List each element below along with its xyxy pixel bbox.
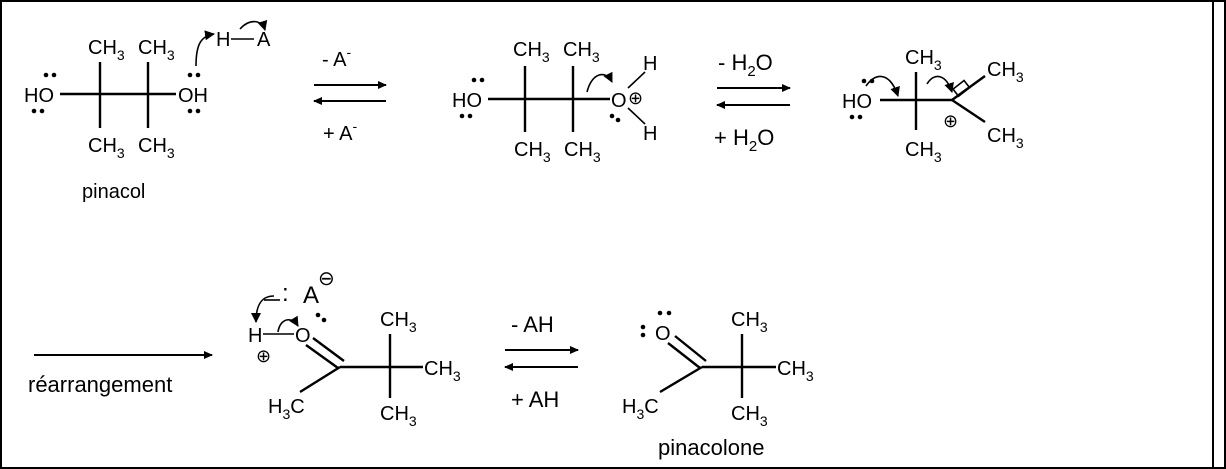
lone-pair-dot xyxy=(31,108,37,114)
lone-pair-dot xyxy=(43,72,49,78)
step2-reverse-label: + H2O xyxy=(714,125,774,155)
curved-arrow-icon xyxy=(251,295,275,323)
lone-pair-dot xyxy=(609,113,615,119)
curved-arrow-icon xyxy=(865,75,900,97)
lone-pair-dot xyxy=(471,77,477,83)
ch3-bottom-right: CH3 xyxy=(564,139,601,165)
lone-pair-dot xyxy=(857,114,863,120)
oxonium-h-top: H xyxy=(643,53,657,75)
ch3-right: CH3 xyxy=(424,358,461,384)
c-o-double-bond xyxy=(674,335,707,362)
ch3-top: CH3 xyxy=(380,309,417,335)
lone-pair-dot xyxy=(459,113,465,119)
lone-pair-dot xyxy=(321,317,327,323)
oxonium-oxygen: O xyxy=(611,90,627,112)
bond-to-h3c xyxy=(299,365,341,394)
pinacolone-label: pinacolone xyxy=(658,435,764,460)
step3-reverse-label: + AH xyxy=(511,387,559,412)
pinacol-ch3-top-left: CH3 xyxy=(88,37,125,63)
empty-orbital-icon xyxy=(951,79,971,98)
ch3-top: CH3 xyxy=(905,47,942,73)
lone-pair-dot xyxy=(51,72,57,78)
equilibrium-step-1: - A- + A- xyxy=(313,44,387,145)
c-o-double-bond xyxy=(667,342,701,369)
negative-charge: ⊖ xyxy=(318,268,335,290)
step2-forward-label: - H2O xyxy=(718,50,773,80)
pinacol-ch3-bottom-right: CH3 xyxy=(138,135,175,161)
lone-pair-dot xyxy=(666,310,672,316)
oxygen: O xyxy=(655,323,671,345)
ch3-bottom-left: CH3 xyxy=(514,139,551,165)
lone-pair-dot xyxy=(187,108,193,114)
rearrangement-label: réarrangement xyxy=(28,372,172,397)
equilibrium-step-3: - AH + AH xyxy=(504,312,579,412)
c-o-double-bond xyxy=(305,344,339,369)
acid-hydrogen: H xyxy=(216,29,230,51)
equilibrium-step-2: - H2O + H2O xyxy=(714,50,791,155)
lone-pair-dot xyxy=(195,72,201,78)
bond-to-lower-methyl xyxy=(951,99,986,123)
pinacol-ch3-bottom-left: CH3 xyxy=(88,135,125,161)
positive-charge: ⊕ xyxy=(256,346,271,366)
ch3-right-lower: CH3 xyxy=(987,125,1024,151)
oxygen: O xyxy=(295,325,311,347)
lone-pair-dot xyxy=(640,324,646,330)
ch3-top-left: CH3 xyxy=(513,39,550,65)
o-h-bond-top xyxy=(627,71,646,89)
ch3-bottom: CH3 xyxy=(380,403,417,429)
lone-pair-dot xyxy=(479,77,485,83)
curved-arrow-icon xyxy=(239,19,268,31)
rearrangement-step: réarrangement xyxy=(28,351,213,397)
protonated-ketone-molecule: : A ⊖ H O ⊕ CH3 CH3 CH3 H3C xyxy=(248,268,461,429)
c-o-double-bond xyxy=(312,337,345,362)
hydrogen: H xyxy=(248,325,262,347)
lone-pair-dot xyxy=(467,113,473,119)
lone-pair-dot xyxy=(195,108,201,114)
acid-a: A xyxy=(257,29,271,51)
lone-pair-dot xyxy=(849,114,855,120)
curved-arrow-icon xyxy=(586,71,613,93)
lone-pair-dot xyxy=(657,310,663,316)
lone-pair-dot xyxy=(187,72,193,78)
lone-pair-dot xyxy=(39,108,45,114)
o-h-bond-bottom xyxy=(627,107,646,125)
h3c-methyl: H3C xyxy=(268,396,305,422)
lone-pair-dot xyxy=(315,312,321,318)
lone-pair-dot xyxy=(861,78,867,84)
lone-pair-dot xyxy=(615,117,621,123)
protonated-pinacol-molecule: CH3 CH3 CH3 CH3 HO O ⊕ H H xyxy=(452,39,657,165)
step1-forward-label: - A- xyxy=(322,44,351,71)
h3c-methyl: H3C xyxy=(622,396,659,422)
curved-arrow-icon xyxy=(926,75,954,93)
carbocation-molecule: CH3 CH3 CH3 CH3 HO ⊕ xyxy=(842,47,1024,165)
pinacol-ch3-top-right: CH3 xyxy=(138,37,175,63)
positive-charge: ⊕ xyxy=(943,111,958,131)
hydroxyl-left: HO xyxy=(452,90,482,112)
step1-reverse-label: + A- xyxy=(323,118,357,145)
curved-arrow-icon xyxy=(277,315,299,333)
ch3-bottom: CH3 xyxy=(905,139,942,165)
pinacol-hydroxyl-left: HO xyxy=(24,85,54,107)
pinacol-molecule: CH3 CH3 CH3 CH3 HO OH H A pinacol xyxy=(24,19,271,203)
lone-pair-dot xyxy=(640,332,646,338)
ch3-right: CH3 xyxy=(777,358,814,384)
ch3-bottom: CH3 xyxy=(731,403,768,429)
colon: : xyxy=(282,280,289,307)
bond-to-h3c xyxy=(659,365,703,394)
base-a: A xyxy=(303,282,319,309)
pinacol-hydroxyl-right: OH xyxy=(178,85,208,107)
pinacol-label: pinacol xyxy=(82,181,145,203)
step3-forward-label: - AH xyxy=(511,312,554,337)
hydroxyl: HO xyxy=(842,91,872,113)
ch3-right-upper: CH3 xyxy=(987,59,1024,85)
ch3-top: CH3 xyxy=(731,309,768,335)
pinacolone-molecule: O CH3 CH3 CH3 H3C pinacolone xyxy=(622,309,814,460)
positive-charge: ⊕ xyxy=(628,88,643,108)
oxonium-h-bottom: H xyxy=(643,123,657,145)
ch3-top-right: CH3 xyxy=(563,39,600,65)
curved-arrow-icon xyxy=(195,30,215,67)
